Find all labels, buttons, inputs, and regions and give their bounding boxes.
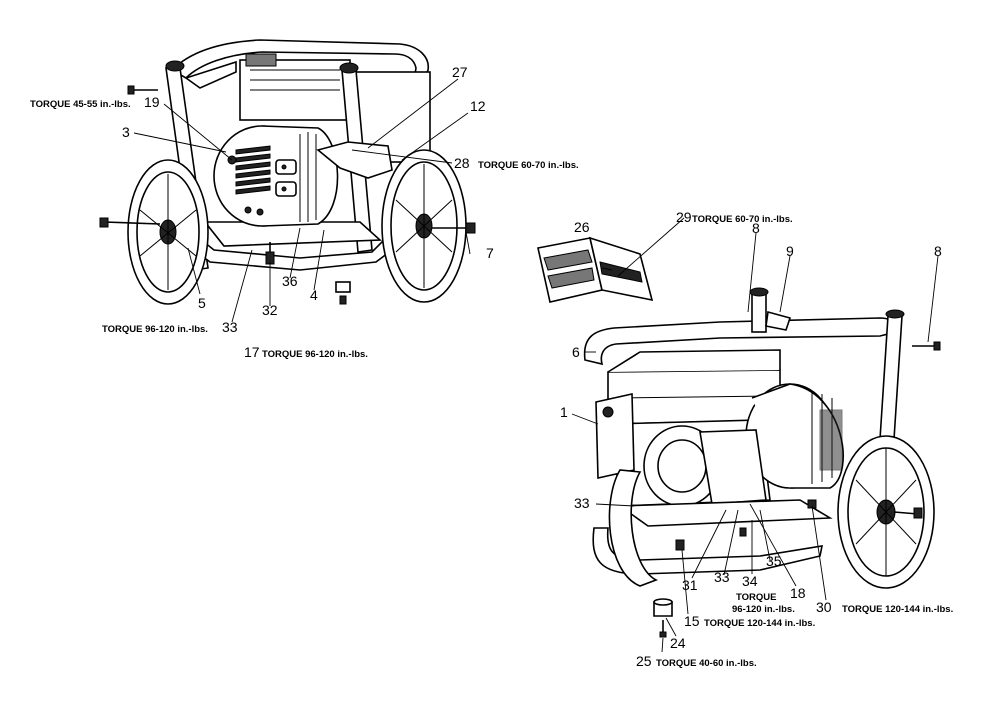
- callout-33-lower: 33: [714, 569, 730, 585]
- callout-5: 5: [198, 295, 206, 311]
- callout-3: 3: [122, 124, 130, 140]
- callout-7: 7: [486, 245, 494, 261]
- torque-labels: TORQUE 45-55 in.-lbs. TORQUE 60-70 in.-l…: [30, 99, 953, 669]
- callout-32: 32: [262, 302, 278, 318]
- torque-label-34-line2: 96-120 in.-lbs.: [732, 604, 795, 615]
- callout-29: 29: [676, 209, 692, 225]
- callout-17: 17: [244, 344, 260, 360]
- callout-6: 6: [572, 344, 580, 360]
- callout-19: 19: [144, 94, 160, 110]
- callout-4: 4: [310, 287, 318, 303]
- torque-label-25: TORQUE 40-60 in.-lbs.: [656, 658, 757, 669]
- front-view-assembly: [583, 287, 941, 638]
- callout-31: 31: [682, 577, 698, 593]
- callout-9: 9: [786, 243, 794, 259]
- torque-label-17: TORQUE 96-120 in.-lbs.: [262, 349, 368, 360]
- callout-numbers: 19 3 27 12 28 7 5 33 32 36 4 17 26 29 8 …: [122, 64, 942, 669]
- rear-view-assembly: [99, 39, 476, 305]
- callout-26: 26: [574, 219, 590, 235]
- torque-label-19: TORQUE 45-55 in.-lbs.: [30, 99, 131, 110]
- torque-label-28: TORQUE 60-70 in.-lbs.: [478, 160, 579, 171]
- callout-35: 35: [766, 553, 782, 569]
- callout-15: 15: [684, 613, 700, 629]
- callout-8-right: 8: [934, 243, 942, 259]
- callout-33: 33: [222, 319, 238, 335]
- control-panel-parts: [537, 236, 654, 303]
- callout-28: 28: [454, 155, 470, 171]
- torque-label-5: TORQUE 96-120 in.-lbs.: [102, 324, 208, 335]
- torque-label-30: TORQUE 120-144 in.-lbs.: [842, 604, 953, 615]
- torque-label-15: TORQUE 120-144 in.-lbs.: [704, 618, 815, 629]
- callout-12: 12: [470, 98, 486, 114]
- leader-lines: [133, 78, 939, 653]
- callout-25: 25: [636, 653, 652, 669]
- callout-1: 1: [560, 404, 568, 420]
- callout-27: 27: [452, 64, 468, 80]
- callout-34: 34: [742, 573, 758, 589]
- torque-label-34-line1: TORQUE: [736, 592, 776, 603]
- callout-8: 8: [752, 220, 760, 236]
- callout-30: 30: [816, 599, 832, 615]
- callout-36: 36: [282, 273, 298, 289]
- callout-33-front: 33: [574, 495, 590, 511]
- callout-18: 18: [790, 585, 806, 601]
- callout-24: 24: [670, 635, 686, 651]
- torque-label-29: TORQUE 60-70 in.-lbs.: [692, 214, 793, 225]
